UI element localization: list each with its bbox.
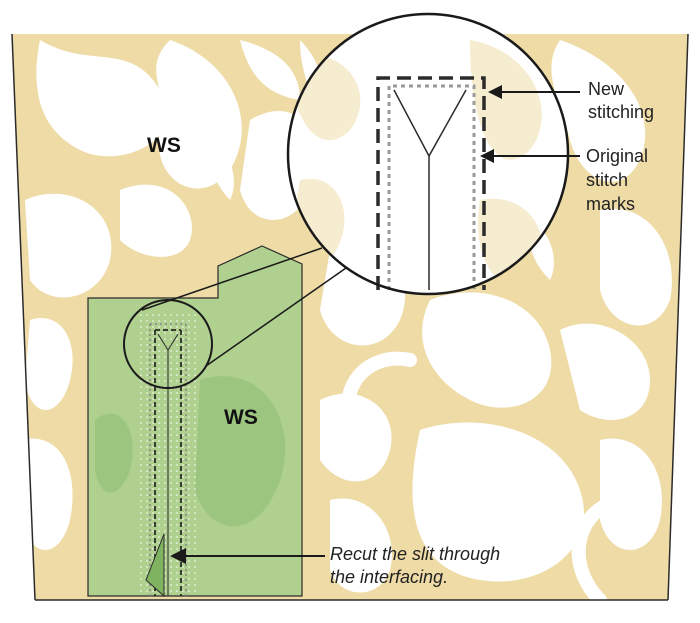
garment-outline (11, 33, 689, 601)
interfacing-facing (87, 245, 303, 598)
flap (145, 533, 165, 598)
magnifier-ring (286, 12, 570, 296)
new-stitch-small (154, 329, 182, 596)
interfacing-strip (138, 310, 200, 596)
new-stitch-large (376, 76, 486, 290)
magnifier-connector-lower (205, 267, 347, 367)
callout-original-marks: Original stitch marks (586, 146, 653, 214)
callout-arrows (170, 85, 580, 564)
facing-texture (95, 376, 286, 527)
ws-label-facing: WS (224, 406, 258, 429)
swirl-print (341, 351, 637, 600)
magnified-view (286, 12, 570, 296)
facing-outline (87, 245, 303, 597)
ws-label-garment: WS (147, 134, 181, 157)
slit-y-small (157, 333, 179, 596)
magnifier-connector-upper (141, 247, 323, 311)
callout-new-stitching: New stitching (588, 79, 654, 122)
magnifier-print (290, 40, 542, 286)
caption-recut: Recut the slit through the interfacing. (330, 544, 505, 587)
detail-circle-small (123, 299, 213, 389)
slit-y-large (393, 89, 467, 290)
